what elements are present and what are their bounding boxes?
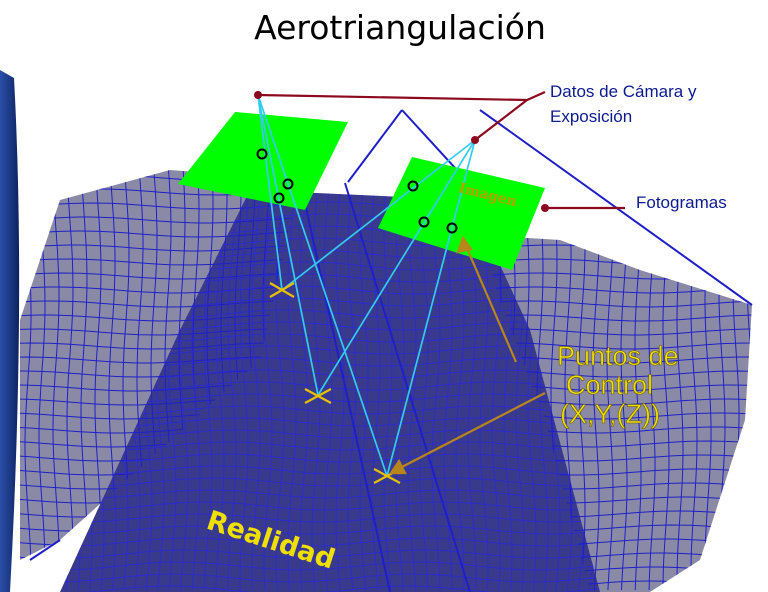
grid-line bbox=[239, 190, 249, 591]
grid-line bbox=[662, 235, 670, 591]
slide-title: Aerotriangulación bbox=[254, 8, 546, 47]
image-points bbox=[256, 148, 458, 234]
grid-line bbox=[761, 220, 767, 590]
grid-line bbox=[480, 300, 752, 308]
grid-line bbox=[299, 190, 309, 591]
grid-line bbox=[648, 235, 656, 591]
grid-line bbox=[20, 230, 300, 238]
grid-line bbox=[60, 477, 600, 487]
grid-line bbox=[60, 549, 600, 559]
grid-line bbox=[383, 190, 393, 591]
grid-line bbox=[347, 190, 357, 591]
grid-line bbox=[60, 489, 600, 499]
grid-line bbox=[480, 314, 752, 322]
grid-line bbox=[20, 272, 300, 280]
control-point-marks bbox=[269, 282, 401, 484]
grid-line bbox=[20, 286, 300, 294]
grid-line bbox=[407, 190, 417, 591]
camera-data-leaders bbox=[257, 90, 625, 210]
control-points-label-line3: (X,Y,(Z)) bbox=[560, 399, 660, 429]
grid-line bbox=[20, 328, 300, 336]
grid-line bbox=[60, 501, 600, 511]
grid-line bbox=[746, 235, 752, 591]
light-rays bbox=[257, 94, 476, 477]
grid-line bbox=[592, 235, 600, 591]
control-points-label-line1: Puntos de bbox=[557, 341, 679, 371]
grid-line bbox=[227, 190, 237, 590]
grid-line bbox=[480, 328, 752, 336]
photogram-right bbox=[378, 157, 545, 270]
photogram-left bbox=[178, 112, 348, 210]
grid-line bbox=[60, 417, 600, 427]
grid-line bbox=[480, 342, 752, 350]
terrain-right-slope bbox=[480, 235, 752, 592]
grid-line bbox=[66, 170, 74, 560]
grid-line bbox=[60, 537, 600, 547]
grid-line bbox=[287, 190, 297, 591]
grid-line bbox=[323, 190, 333, 591]
grid-line bbox=[263, 190, 273, 591]
grid-line bbox=[275, 190, 285, 591]
grid-line bbox=[371, 190, 381, 591]
grid-line bbox=[60, 465, 600, 475]
grid-line bbox=[20, 314, 300, 322]
camera-data-label-line2: Exposición bbox=[550, 107, 632, 126]
control-points-label: Puntos de Control (X,Y,(Z)) bbox=[557, 341, 679, 430]
left-panel-decoration bbox=[0, 70, 20, 592]
photograms-label: Fotogramas bbox=[636, 193, 727, 212]
grid-line bbox=[578, 235, 586, 591]
grid-line bbox=[634, 235, 642, 591]
leader-endpoints bbox=[254, 91, 549, 212]
grid-line bbox=[20, 258, 300, 266]
grid-line bbox=[52, 170, 60, 560]
grid-line bbox=[251, 190, 261, 591]
grid-line bbox=[620, 235, 628, 591]
control-points-label-line2: Control bbox=[566, 370, 653, 400]
grid-line bbox=[40, 166, 620, 174]
grid-line bbox=[60, 525, 600, 535]
grid-line bbox=[395, 190, 405, 591]
grid-line bbox=[20, 300, 300, 308]
control-point-arrows bbox=[388, 235, 546, 475]
terrain-main-surface bbox=[60, 190, 600, 592]
grid-line bbox=[606, 235, 614, 591]
grid-line bbox=[60, 453, 600, 463]
grid-line bbox=[359, 190, 369, 591]
camera-data-label-line1: Datos de Cámara y bbox=[550, 82, 697, 101]
